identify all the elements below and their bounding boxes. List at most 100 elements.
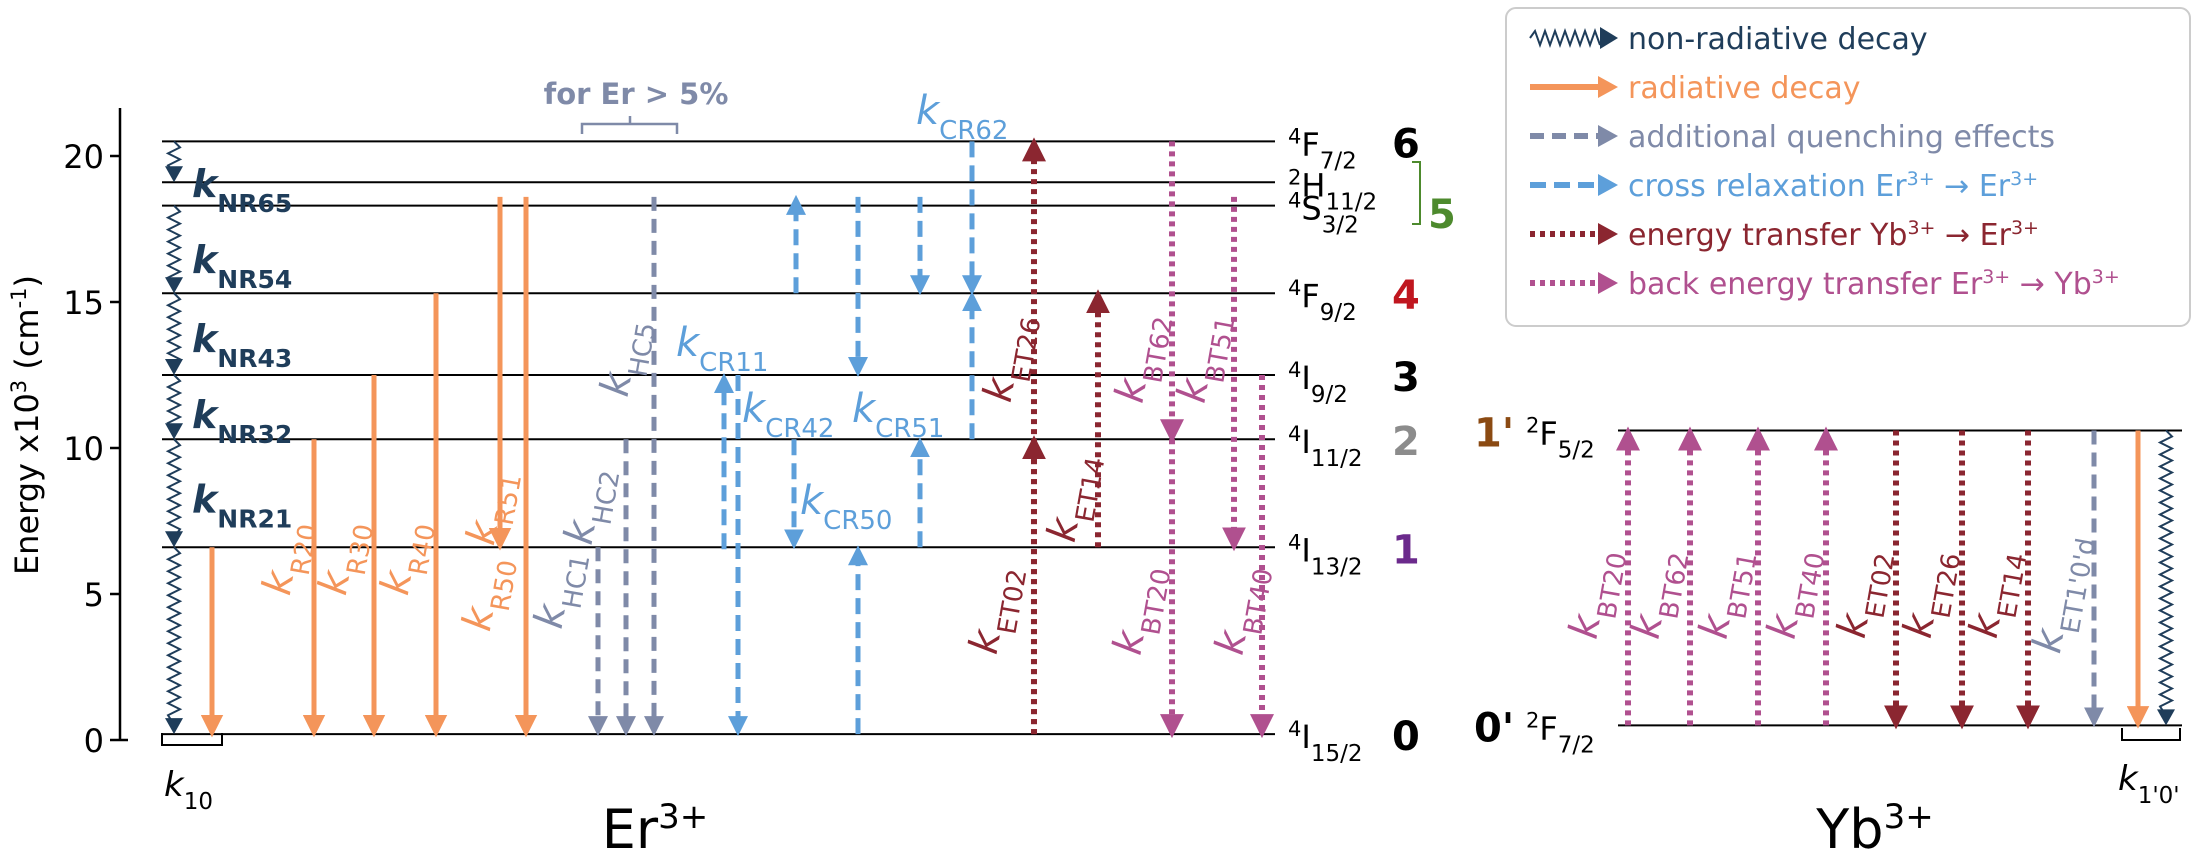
transition-arrows [165, 137, 2175, 739]
yb-transfer-label: kBT20 [1561, 545, 1634, 644]
back-transfer-label-bt51: kBT51 [1169, 309, 1242, 408]
k10-bracket [161, 733, 223, 746]
level5-brace [1412, 161, 1421, 225]
legend: non-radiative decay radiative decay additi… [1529, 22, 2120, 302]
legend-symbol-head [1598, 174, 1618, 196]
yb-level-term: 2F7/2 [1526, 708, 1595, 758]
legend-symbol-head [1598, 125, 1618, 147]
quench-label-hc2: kHC2 [556, 464, 627, 550]
nonrad-zigzag-54 [165, 204, 183, 284]
yb-nonrad-zigzag-head [2157, 709, 2175, 726]
cross-relaxation-label: kCR11 [676, 320, 768, 378]
yb-species-label: Yb3+ [1815, 797, 1933, 858]
legend-item-nonrad: non-radiative decay [1529, 22, 1928, 57]
legend-symbol [1529, 28, 1601, 48]
yb-level-term: 2F5/2 [1526, 413, 1595, 463]
er-level-index: 3 [1392, 355, 1420, 401]
back-transfer-label-bt62: kBT62 [1107, 309, 1180, 408]
yb-transfer-label: kBT62 [1623, 545, 1696, 644]
legend-item-quench: additional quenching effects [1530, 120, 2055, 155]
nonrad-label: kNR32 [192, 393, 292, 449]
nonrad-zigzag-32-head [165, 423, 183, 440]
yb-transfer-label: kET14 [1961, 546, 2034, 643]
note-label: for Er > 5% [544, 77, 729, 111]
legend-item-bt: back energy transfer Er3+ → Yb3+ [1530, 266, 2120, 302]
er-level-term: 2H11/2 [1288, 165, 1377, 215]
radiative-label: kR40 [372, 517, 442, 600]
er-level-term: 4I13/2 [1288, 530, 1362, 580]
legend-symbol-head [1598, 223, 1618, 245]
yb-transfer-label: kBT51 [1691, 545, 1764, 644]
y-axis-label: Energy x103 (cm-1) [7, 275, 46, 575]
legend-box [1505, 7, 2191, 327]
y-tick-label: 20 [63, 138, 104, 176]
radiative-label: kR50 [454, 553, 524, 636]
er-level-term: 4I11/2 [1288, 422, 1362, 472]
yb-transfer-label: kBT40 [1759, 545, 1832, 644]
legend-text: additional quenching effects [1628, 120, 2055, 155]
legend-text: cross relaxation Er3+ → Er3+ [1628, 168, 2038, 204]
legend-item-cross: cross relaxation Er3+ → Er3+ [1530, 168, 2038, 204]
energy-transfer-label-et02: kET02 [961, 562, 1034, 659]
k10-label: k10 [164, 765, 213, 815]
yb-level-index: 1' [1474, 410, 1514, 456]
k1p0p-bracket [2121, 728, 2181, 741]
legend-symbol-head [1598, 76, 1618, 98]
legend-item-rad: radiative decay [1530, 71, 1860, 106]
yb-energy-levels: 0' 2F7/2 1' 2F5/2 [1474, 410, 2182, 758]
y-tick-label: 10 [63, 430, 104, 468]
er-level-index: 6 [1392, 121, 1420, 167]
er-level-term: 4S3/2 [1288, 189, 1359, 239]
back-transfer-label-bt20: kBT20 [1105, 561, 1178, 660]
legend-text: back energy transfer Er3+ → Yb3+ [1628, 266, 2120, 302]
nonrad-zigzag-43 [165, 292, 183, 366]
nonrad-zigzag-32 [165, 374, 183, 430]
radiative-label: kR51 [458, 467, 528, 550]
radiative-label: kR20 [254, 517, 324, 600]
legend-text: radiative decay [1628, 71, 1860, 106]
nonrad-label: kNR21 [192, 478, 292, 534]
y-tick-label: 0 [84, 722, 104, 760]
y-tick-label: 5 [84, 576, 104, 614]
quench-label-hc1: kHC1 [526, 548, 597, 634]
er-level-term: 4I15/2 [1288, 717, 1362, 767]
quench-label-hc5: kHC5 [592, 316, 663, 402]
legend-text: energy transfer Yb3+ → Er3+ [1628, 217, 2039, 253]
yb-level-index: 0' [1474, 705, 1514, 751]
nonrad-label: kNR43 [192, 317, 292, 373]
cross-relaxation-label: kCR62 [916, 88, 1008, 146]
legend-symbol-head [1598, 272, 1618, 294]
legend-text: non-radiative decay [1628, 22, 1928, 57]
er-level-index: 0 [1392, 714, 1420, 760]
cross-relaxation-label: kCR50 [800, 478, 892, 536]
er-species-label: Er3+ [602, 797, 708, 858]
nonrad-label: kNR65 [192, 162, 292, 218]
er-level-term: 4F7/2 [1288, 124, 1357, 174]
er-level-index: 1 [1392, 527, 1420, 573]
nonrad-zigzag-54-head [165, 277, 183, 294]
k1p0p-label: k1'0' [2118, 759, 2180, 809]
nonrad-zigzag-65-head [165, 166, 183, 183]
yb-transfer-label: kET26 [1895, 546, 1968, 643]
nonrad-zigzag-21 [165, 438, 183, 538]
legend-symbol-head [1600, 27, 1618, 49]
nonrad-zigzag-43-head [165, 359, 183, 375]
y-axis-ticks: 0 5 10 15 20 [63, 138, 120, 760]
legend-item-et: energy transfer Yb3+ → Er3+ [1530, 217, 2039, 253]
er-level-index: 2 [1392, 419, 1420, 465]
level5-index: 5 [1428, 192, 1456, 238]
er-level-term: 4I9/2 [1288, 358, 1348, 408]
note-bracket [580, 116, 679, 134]
yb-nonrad-zigzag [2157, 429, 2175, 716]
er-level-term: 4F9/2 [1288, 276, 1357, 326]
y-tick-label: 15 [63, 284, 104, 322]
cross-relaxation-label: kCR51 [852, 386, 944, 444]
yb-transfer-label: kET02 [1829, 546, 1902, 643]
cross-relaxation-label: kCR42 [742, 386, 834, 444]
nonrad-zigzag-21-head [165, 531, 183, 548]
back-transfer-label-bt40: kBT40 [1207, 561, 1280, 660]
yb-transfer-label: kET1'0'd [2024, 531, 2102, 659]
nonrad-zigzag-10-head [165, 718, 183, 735]
